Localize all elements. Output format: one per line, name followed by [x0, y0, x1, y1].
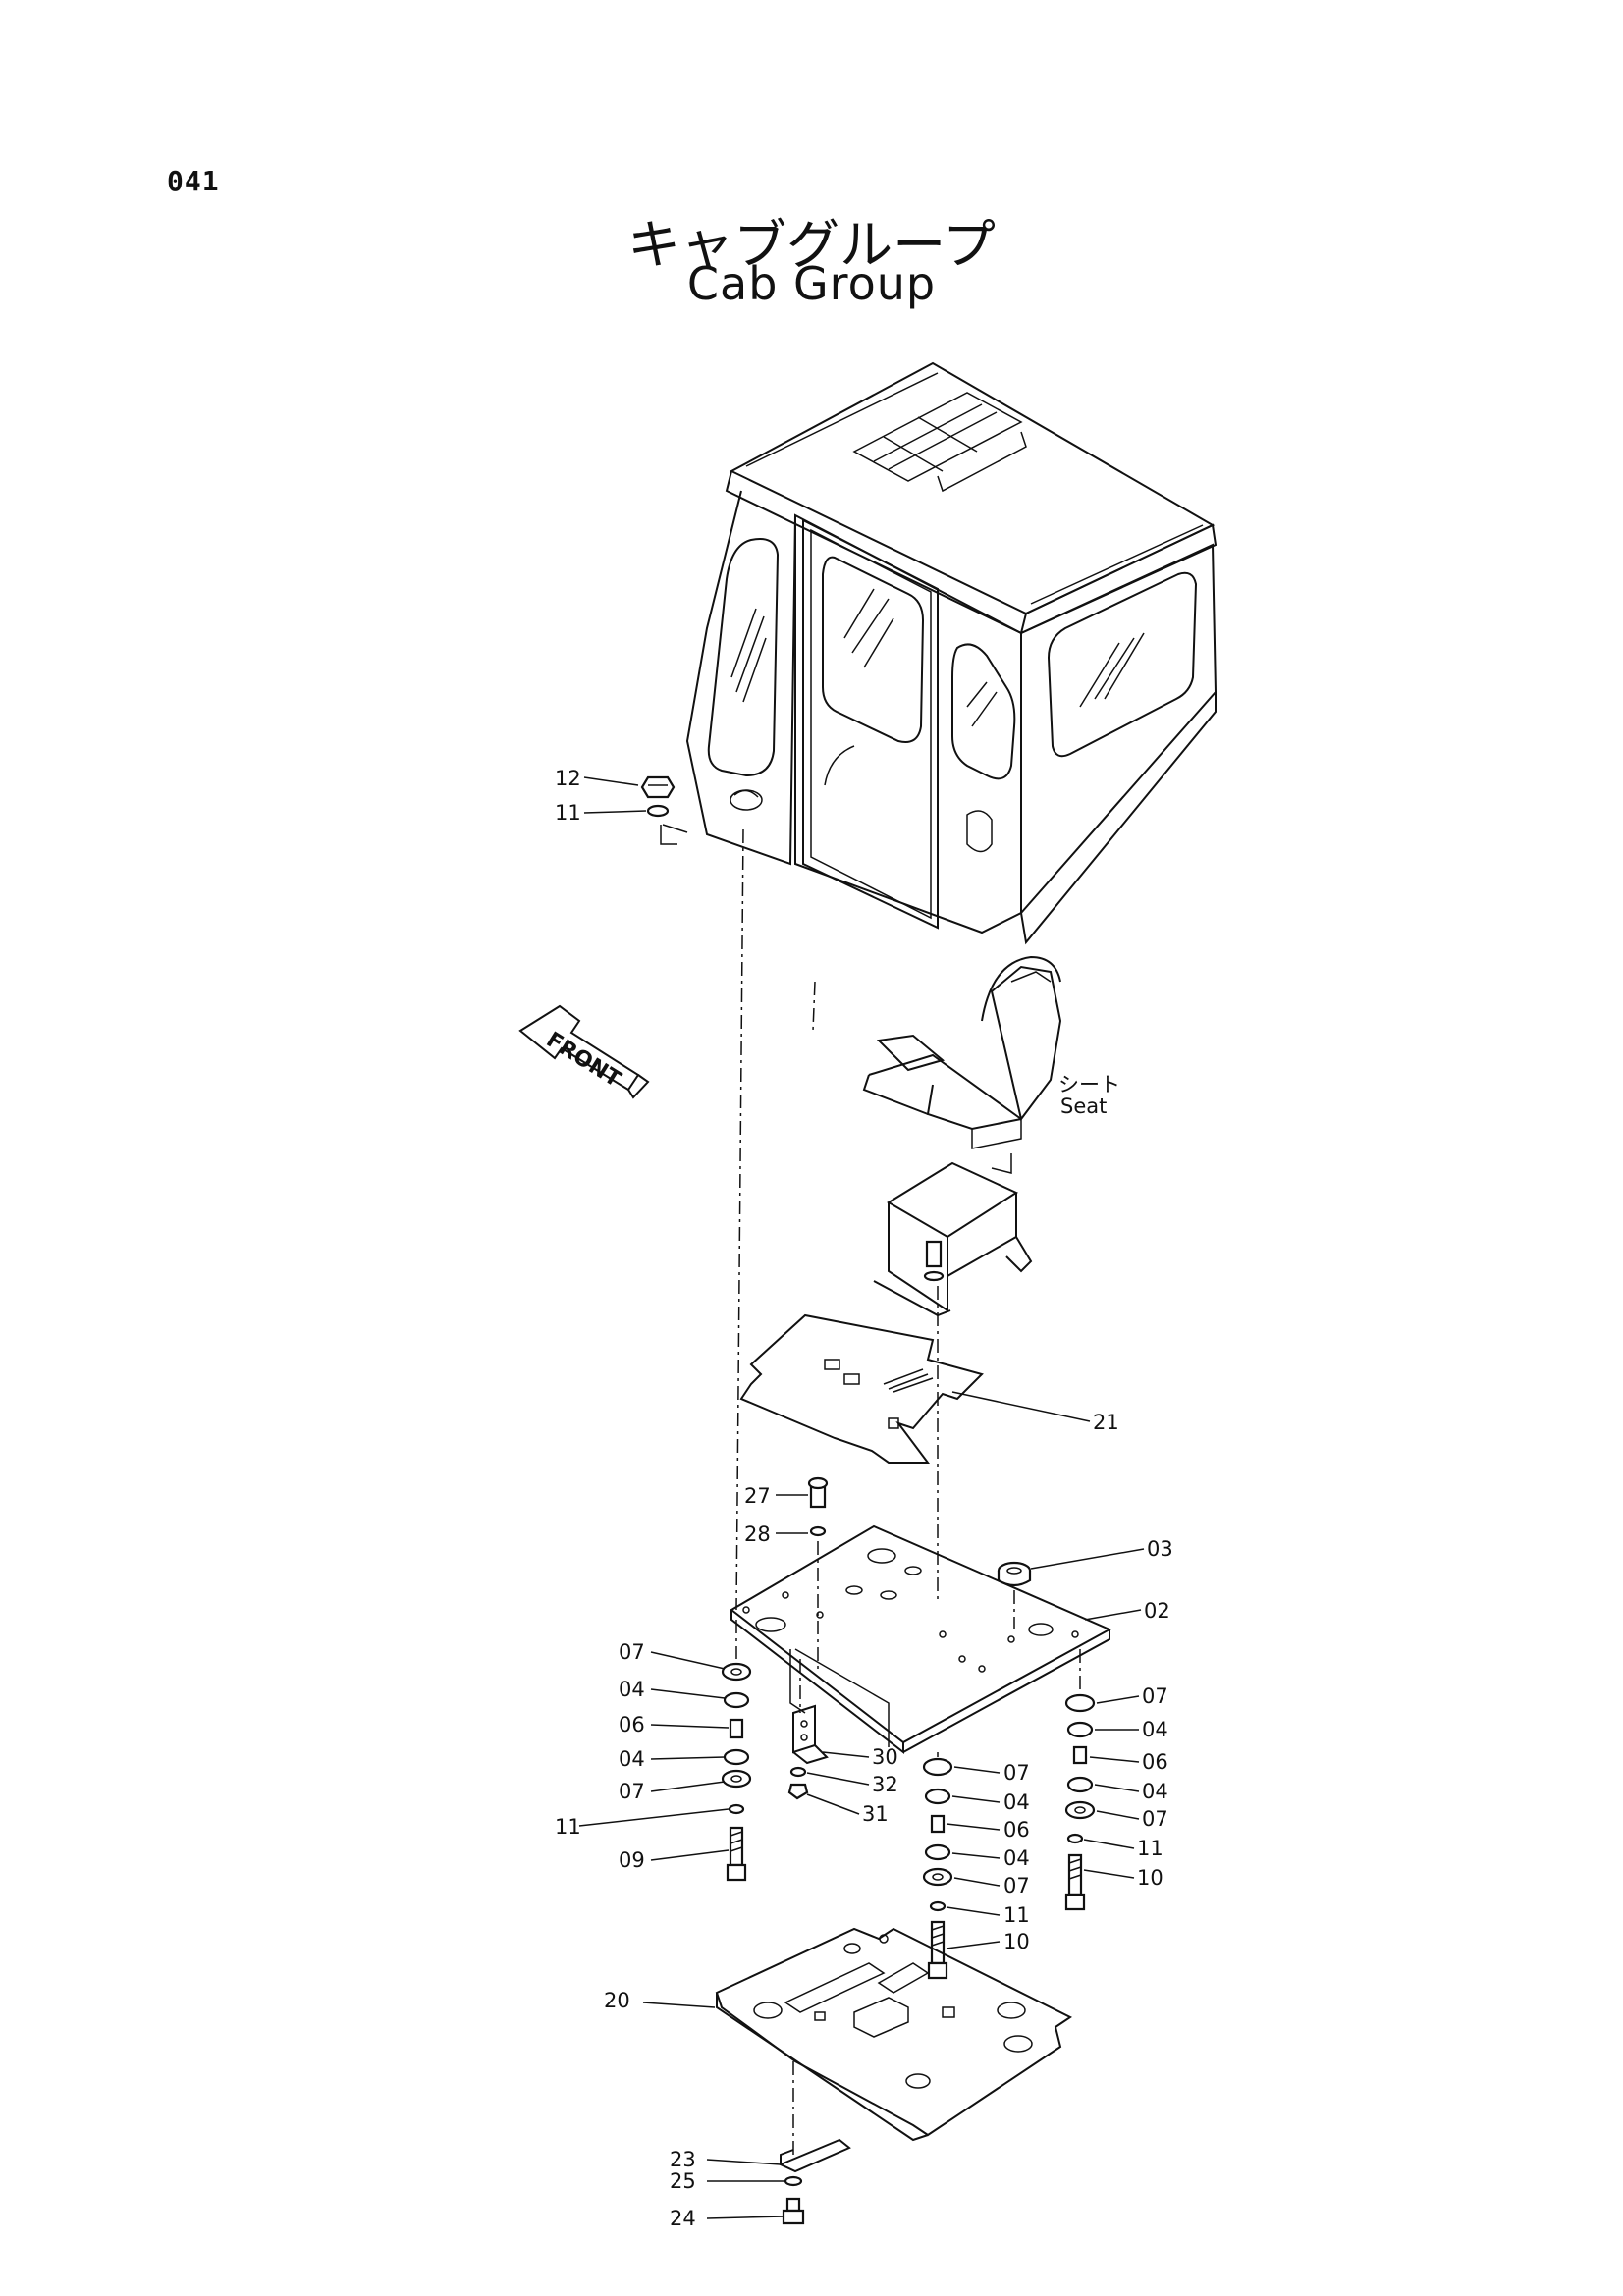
callout-30: 30 [872, 1745, 898, 1769]
callout-02: 02 [1144, 1599, 1170, 1623]
callout-04: 04 [1142, 1780, 1168, 1803]
right-mount-stack [1064, 1649, 1096, 1911]
front-direction-marker: FRONT [518, 1004, 650, 1099]
cab-mount-nut-and-washer [640, 775, 677, 845]
callout-04: 04 [1003, 1790, 1030, 1814]
cab-assembly [662, 361, 1217, 945]
callout-03: 03 [1147, 1537, 1173, 1561]
middle-mount-stack [922, 1752, 953, 1980]
callout-09: 09 [619, 1848, 645, 1872]
front-label: FRONT [542, 1028, 625, 1093]
callout-04: 04 [1003, 1846, 1030, 1870]
callout-11: 11 [1137, 1837, 1163, 1860]
bracket-assembly [787, 1659, 829, 1800]
callout-25: 25 [670, 2169, 696, 2193]
seat-assembly [862, 955, 1062, 1149]
seat-label-japanese: シート [1058, 1073, 1120, 1096]
callout-20: 20 [604, 1989, 630, 2012]
left-mount-stack [721, 1620, 752, 1882]
callout-11: 11 [555, 801, 581, 825]
callout-27: 27 [744, 1484, 771, 1508]
callout-28: 28 [744, 1522, 771, 1546]
callout-06: 06 [1142, 1750, 1168, 1774]
callout-07: 07 [1003, 1761, 1030, 1785]
callout-04: 04 [1142, 1718, 1168, 1741]
callout-10: 10 [1003, 1930, 1030, 1953]
seat-stand [873, 1153, 1033, 1317]
callout-07: 07 [619, 1640, 645, 1664]
callout-numbers: 12 11 21 27 28 03 02 07 04 06 04 07 11 0… [555, 767, 1173, 2230]
callout-23: 23 [670, 2148, 696, 2171]
callout-12: 12 [555, 767, 581, 790]
callout-07: 07 [1003, 1874, 1030, 1897]
callout-21: 21 [1093, 1411, 1119, 1434]
callout-07: 07 [1142, 1684, 1168, 1708]
callout-11: 11 [555, 1815, 581, 1839]
callout-07: 07 [619, 1780, 645, 1803]
callout-04: 04 [619, 1678, 645, 1701]
bottom-plate [715, 1927, 1072, 2142]
leader-lines [578, 776, 1145, 2219]
callout-07: 07 [1142, 1807, 1168, 1831]
rubber-mount-03 [997, 1561, 1032, 1629]
bottom-bracket-assembly [778, 2061, 851, 2225]
title-english: Cab Group [686, 257, 937, 310]
callout-11: 11 [1003, 1903, 1030, 1927]
floor-mat [739, 1313, 984, 1464]
seat-label-english: Seat [1060, 1095, 1107, 1118]
callout-06: 06 [1003, 1818, 1030, 1842]
page-number: 041 [167, 165, 220, 197]
floor-plate [730, 1524, 1112, 1755]
callout-32: 32 [872, 1773, 898, 1796]
callout-31: 31 [862, 1802, 889, 1826]
plate-bolt-and-washer [807, 1476, 829, 1669]
callout-10: 10 [1137, 1866, 1163, 1890]
callout-24: 24 [670, 2207, 696, 2230]
callout-06: 06 [619, 1713, 645, 1736]
title-japanese: キャブグループ [627, 214, 996, 276]
callout-04: 04 [619, 1747, 645, 1771]
